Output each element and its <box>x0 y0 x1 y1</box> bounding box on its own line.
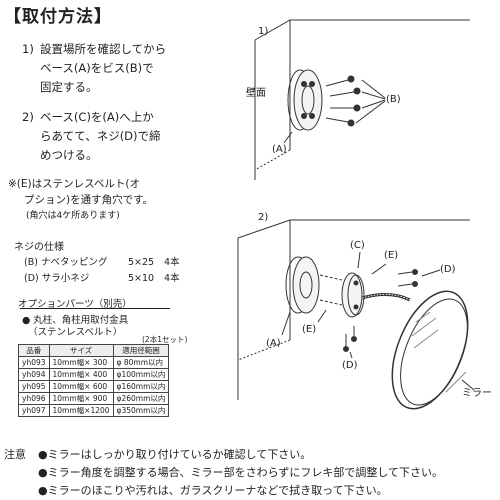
wall-2 <box>237 219 470 400</box>
step-2-number: 2) <box>22 110 34 124</box>
table-row: yh093 10mm幅× 300 φ 80mm以内 <box>18 356 170 369</box>
fig-1-number: 1) <box>258 26 269 37</box>
table-cell: φ350mm以内 <box>112 404 170 417</box>
flex-arm <box>361 293 411 302</box>
base-a-fig1 <box>287 69 323 131</box>
leader-e-left <box>317 309 327 323</box>
options-item-line-1: ● 丸柱、角柱用取付金具 <box>22 315 129 326</box>
screw-spec-row-b: (B) ナベタッピング 5×25 4本 <box>24 254 180 268</box>
table-cell: 10mm幅×1200 <box>48 404 114 417</box>
label-d-bottom: (D) <box>342 360 358 371</box>
page-title: 【取付方法】 <box>4 7 112 27</box>
screw-spec-row-d: (D) サラ小ネジ 5×10 4本 <box>24 270 180 284</box>
mirror-label: ミラー <box>462 388 492 399</box>
label-e-right: (E) <box>384 250 399 261</box>
leader-a-fig1 <box>283 131 293 144</box>
screw-d-qty: 4本 <box>164 273 180 284</box>
leader-e-right <box>371 263 387 275</box>
label-a-fig1: (A) <box>272 144 287 155</box>
caution-item-2: ●ミラー角度を調整する場合、ミラー部をさわらずにフレキ部で調整して下さい。 <box>38 466 444 479</box>
table-row: yh097 10mm幅×1200 φ350mm以内 <box>18 404 170 417</box>
leader-c <box>357 251 361 269</box>
base-a-fig2 <box>285 256 320 314</box>
screw-d-size: 5×10 <box>128 273 155 284</box>
table-row: yh094 10mm幅× 400 φ100mm以内 <box>18 368 170 381</box>
wall-label: 壁面 <box>246 88 266 99</box>
base-c-fig2 <box>319 272 365 318</box>
note-line-1: ※(E)はステンレスベルト(オ <box>8 178 140 190</box>
mirror <box>391 290 475 410</box>
options-parts-table: 品番 サイズ 適用径範囲 yh093 10mm幅× 300 φ 80mm以内 y… <box>18 344 170 417</box>
screw-d-name: (D) サラ小ネジ <box>24 273 90 284</box>
fig-2-number: 2) <box>258 212 269 223</box>
step-2: 2) ベース(C)を(A)へ上か らあてて、ネジ(D)で締 めつける。 <box>22 108 161 165</box>
step-1-line-3: 固定する。 <box>40 80 98 94</box>
step-1: 1) 設置場所を確認してから ベース(A)をビス(B)で 固定する。 <box>22 40 166 97</box>
note-line-2: プション)を通す角穴です。 <box>24 194 154 206</box>
screws-b-fig1 <box>325 75 386 127</box>
step-2-line-1: ベース(C)を(A)へ上か <box>40 110 154 124</box>
step-1-line-1: 設置場所を確認してから <box>40 42 167 56</box>
note-sub: (角穴は4ケ所あります) <box>26 211 120 221</box>
wall-1 <box>254 19 470 180</box>
caution-item-3: ●ミラーのほこりや汚れは、ガラスクリーナなどで拭き取って下さい。 <box>38 484 388 497</box>
caution-label: 注意 <box>4 448 26 461</box>
options-divider <box>20 308 170 309</box>
step-1-line-2: ベース(A)をビス(B)で <box>40 61 154 75</box>
belt-hole-note: ※(E)はステンレスベルト(オ プション)を通す角穴です。 (角穴は4ケ所ありま… <box>8 176 153 224</box>
parts-table-header: 品番 サイズ 適用径範囲 <box>18 344 170 357</box>
label-a-fig2: (A) <box>266 338 281 349</box>
label-e-left: (E) <box>302 324 317 335</box>
step-1-number: 1) <box>22 42 34 56</box>
label-d-right: (D) <box>440 264 456 275</box>
step-2-line-3: めつける。 <box>40 148 98 162</box>
options-item-line-2: （ステンレスベルト） <box>28 327 123 338</box>
header-part-number: 品番 <box>18 344 50 357</box>
label-b: (B) <box>386 94 401 105</box>
header-size: サイズ <box>48 344 114 357</box>
caution-item-1: ●ミラーはしっかり取り付けているか確認して下さい。 <box>38 448 312 461</box>
leader-a-fig2 <box>281 311 291 336</box>
screw-b-name: (B) ナベタッピング <box>24 257 108 268</box>
table-row: yh095 10mm幅× 600 φ160mm以内 <box>18 380 170 393</box>
table-cell: φ 80mm以内 <box>112 356 170 369</box>
step-2-line-2: らあてて、ネジ(D)で締 <box>40 129 161 143</box>
screw-b-qty: 4本 <box>164 257 180 268</box>
screw-spec-title: ネジの仕様 <box>14 242 64 253</box>
options-set-label: (2本1セット) <box>142 335 188 344</box>
screw-b-size: 5×25 <box>128 257 155 268</box>
screws-d <box>343 269 441 359</box>
label-c: (C) <box>350 240 365 251</box>
options-title: オプションパーツ（別売） <box>18 299 132 310</box>
